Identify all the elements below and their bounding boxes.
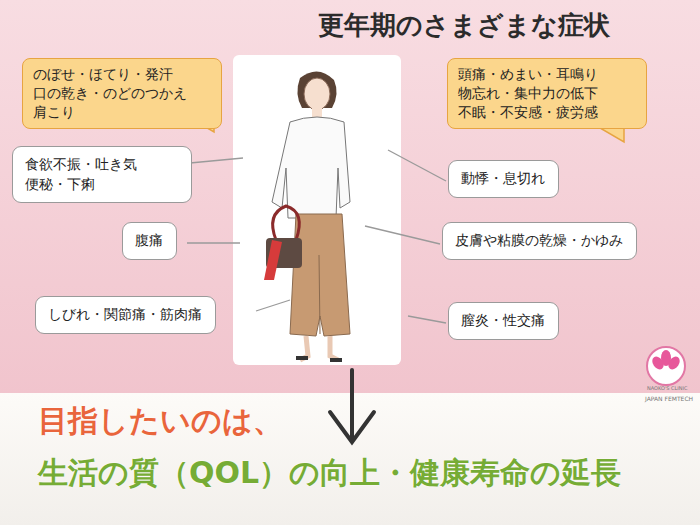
down-arrow	[330, 370, 374, 442]
logo-text: JAPAN FEMTECH	[645, 395, 693, 402]
symptom-box: 食欲不振・吐き気 便秘・下痢	[12, 146, 192, 203]
goal-text: 生活の質（QOL）の向上・健康寿命の延長	[38, 454, 621, 492]
symptom-text: しびれ・関節痛・筋肉痛	[48, 305, 203, 325]
logo-text: NAOKO'S CLINIC	[647, 385, 688, 391]
symptom-text: 動悸・息切れ	[461, 169, 546, 189]
symptom-box: 動悸・息切れ	[448, 160, 559, 198]
symptom-text: 膣炎・性交痛	[461, 311, 546, 331]
symptom-text: のぼせ・ほてり・発汗 口の乾き・のどのつかえ 肩こり	[33, 65, 211, 122]
symptom-bubble: 頭痛・めまい・耳鳴り 物忘れ・集中力の低下 不眠・不安感・疲労感	[447, 58, 647, 129]
symptom-box: 皮膚や粘膜の乾燥・かゆみ	[442, 222, 637, 260]
symptom-box: 腹痛	[122, 222, 177, 260]
woman-figure	[264, 71, 350, 360]
symptom-text: 頭痛・めまい・耳鳴り 物忘れ・集中力の低下 不眠・不安感・疲労感	[458, 65, 636, 122]
clinic-logo	[647, 347, 685, 385]
symptom-bubble: のぼせ・ほてり・発汗 口の乾き・のどのつかえ 肩こり	[22, 58, 222, 129]
symptom-box: しびれ・関節痛・筋肉痛	[35, 296, 216, 334]
symptom-text: 皮膚や粘膜の乾燥・かゆみ	[455, 231, 624, 251]
title: 更年期のさまざまな症状	[318, 8, 610, 43]
goal-band: 目指したいのは、生活の質（QOL）の向上・健康寿命の延長	[38, 402, 621, 491]
goal-text: 目指したいのは、	[38, 402, 621, 440]
symptom-box: 膣炎・性交痛	[448, 302, 559, 340]
symptom-text: 食欲不振・吐き気 便秘・下痢	[25, 155, 179, 194]
symptom-text: 腹痛	[135, 231, 164, 251]
